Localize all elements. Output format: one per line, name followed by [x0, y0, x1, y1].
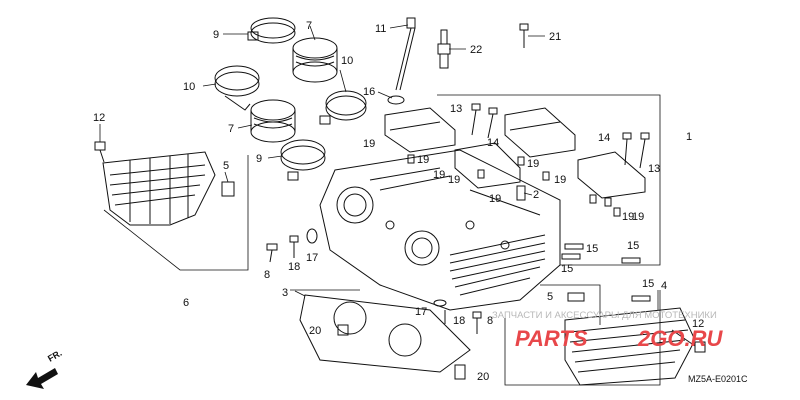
callout-19: 19 — [433, 169, 445, 181]
callout-12: 12 — [692, 318, 704, 330]
bolt-8 — [266, 243, 278, 263]
rear-valve-cover — [564, 307, 696, 386]
hose-clamp-right — [319, 90, 367, 125]
callout-3: 3 — [282, 287, 288, 299]
diagram-code: MZ5A-E0201C — [688, 374, 748, 384]
spacer-5-left — [221, 181, 235, 197]
cylinder-head-assembly-frame — [437, 94, 661, 266]
dowel-pins — [407, 154, 621, 217]
callout-11: 11 — [375, 23, 386, 35]
direction-label: FR. — [46, 348, 64, 364]
cylinder-head — [319, 149, 561, 311]
callout-2: 2 — [533, 189, 539, 201]
dowel-20-lower — [454, 364, 466, 380]
callout-19: 19 — [632, 211, 644, 223]
callout-19: 19 — [417, 154, 429, 166]
callout-19: 19 — [363, 138, 375, 150]
seal-17 — [306, 228, 318, 244]
valve-cover-group-frame — [103, 155, 249, 271]
dowel-20-left — [337, 324, 349, 336]
leader-lines — [99, 24, 659, 310]
callout-12: 12 — [93, 112, 105, 124]
callout-4: 4 — [661, 280, 667, 292]
rocker-arm-assembly-1 — [384, 107, 456, 153]
watermark-logo-right: 2GO.RU — [637, 326, 723, 351]
callout-22: 22 — [470, 44, 482, 56]
watermark: ЗАПЧАСТИ И АКСЕССУАРЫ ДЛЯ МОТОТЕХНИКИ PA… — [492, 310, 723, 351]
valve-cover — [102, 151, 216, 226]
callout-19: 19 — [527, 158, 539, 170]
callout-8: 8 — [264, 269, 270, 281]
callout-1: 1 — [686, 131, 692, 143]
callout-19: 19 — [622, 211, 634, 223]
hose-clamp-left — [214, 65, 260, 111]
stud-bolt — [387, 17, 416, 105]
intake-joint-upper — [292, 37, 338, 83]
spacer-group-frame — [540, 284, 601, 325]
spacer-5-right — [567, 292, 585, 302]
bolts-upper — [471, 103, 650, 169]
small-bolt-21 — [519, 23, 529, 48]
bolt-8-lower — [472, 311, 482, 334]
callout-13: 13 — [450, 103, 462, 115]
rocker-arm-assembly-4 — [577, 151, 646, 199]
callout-20: 20 — [477, 371, 489, 383]
watermark-tagline: ЗАПЧАСТИ И АКСЕССУАРЫ ДЛЯ МОТОТЕХНИКИ — [492, 310, 717, 321]
callout-14: 14 — [598, 132, 610, 144]
callout-21: 21 — [549, 31, 561, 43]
callout-8: 8 — [487, 315, 493, 327]
callout-19: 19 — [554, 174, 566, 186]
callout-10: 10 — [341, 55, 353, 67]
callout-20: 20 — [309, 325, 321, 337]
callout-5: 5 — [547, 291, 553, 303]
callout-10: 10 — [183, 81, 195, 93]
callout-7: 7 — [306, 20, 312, 32]
callout-6: 6 — [183, 297, 189, 309]
cylinder-head-gasket — [299, 294, 471, 373]
callout-17: 17 — [415, 306, 427, 318]
callout-19: 19 — [448, 174, 460, 186]
callout-16: 16 — [363, 86, 375, 98]
callout-18: 18 — [288, 261, 300, 273]
watermark-logo-left: PARTS — [515, 326, 588, 351]
rocker-arm-assembly-3 — [454, 142, 521, 189]
washer-18 — [289, 235, 299, 258]
spark-plug — [437, 29, 451, 69]
arrow-icon — [26, 368, 58, 389]
hose-clamp-upper — [247, 17, 296, 44]
intake-joint-lower — [250, 99, 296, 143]
callout-15: 15 — [586, 243, 598, 255]
callout-15: 15 — [627, 240, 639, 252]
callout-19: 19 — [489, 193, 501, 205]
studs — [561, 243, 651, 302]
bolt-12-right — [671, 329, 706, 353]
callout-9: 9 — [213, 29, 219, 41]
callout-14: 14 — [487, 137, 499, 149]
front-direction-indicator: FR. — [26, 348, 64, 389]
bolt-12-left — [94, 141, 106, 163]
callout-15: 15 — [561, 263, 573, 275]
callout-17: 17 — [306, 252, 318, 264]
callout-13: 13 — [648, 163, 660, 175]
callout-18: 18 — [453, 315, 465, 327]
seal-17-lower — [433, 299, 447, 307]
callout-15: 15 — [642, 278, 654, 290]
rocker-arm-assembly-2 — [504, 107, 576, 158]
callout-9: 9 — [256, 153, 262, 165]
callout-labels: 9 7 10 10 7 9 11 22 21 16 1 12 5 13 14 1… — [93, 20, 704, 383]
hose-clamp-lower — [280, 139, 326, 181]
callout-5: 5 — [223, 160, 229, 172]
callout-7: 7 — [228, 123, 234, 135]
